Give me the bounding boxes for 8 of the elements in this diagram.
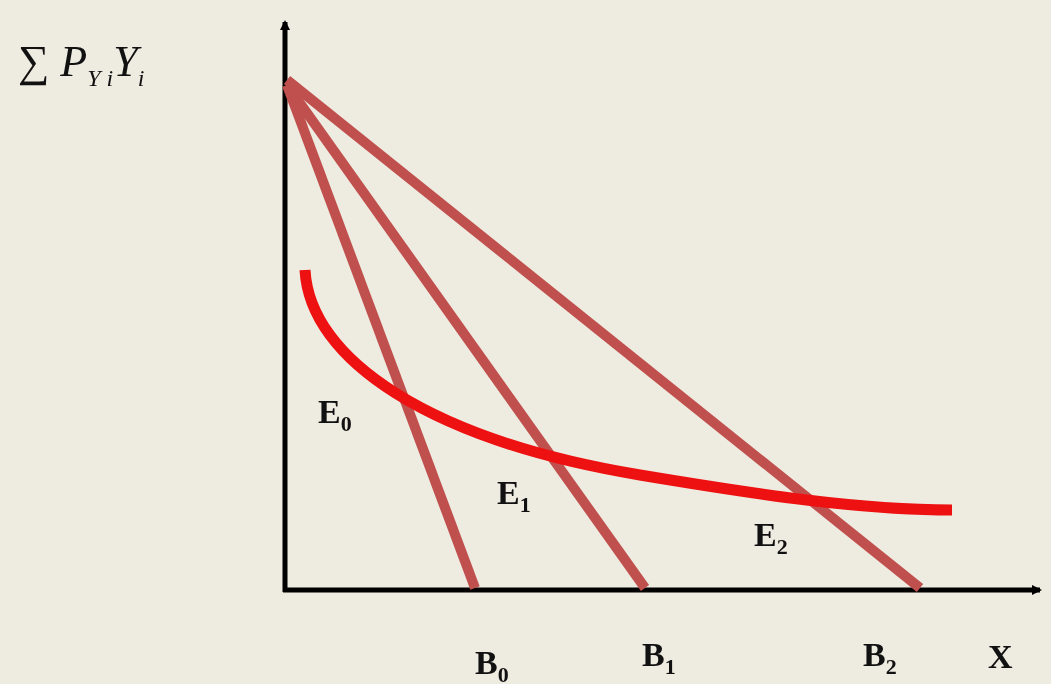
line-label: B$_{1}$: [642, 638, 676, 678]
axis-label: ∑ P$_{Y i}$Y$_{i}$: [18, 40, 145, 90]
line-label: B$_{0}$: [475, 646, 509, 684]
axis-label: X: [988, 640, 1013, 674]
point-label: E$_{0}$: [318, 395, 352, 435]
point-label: E$_{1}$: [497, 476, 531, 516]
point-label: E$_{2}$: [754, 518, 788, 558]
line-label: B$_{2}$: [863, 638, 897, 678]
